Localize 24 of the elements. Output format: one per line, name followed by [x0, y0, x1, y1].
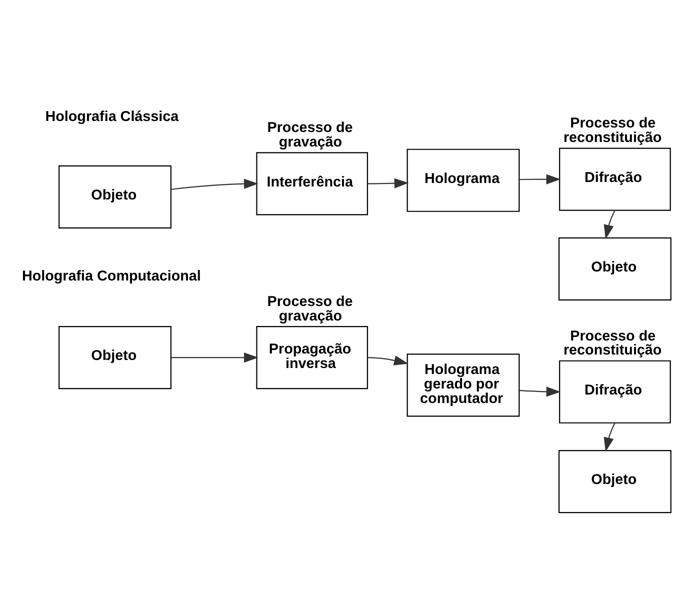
node-box: Objeto	[58, 325, 172, 389]
arrow	[171, 178, 258, 190]
node-box: Holograma	[406, 148, 520, 212]
arrow	[604, 422, 616, 452]
node-box: Propagação inversa	[256, 325, 368, 389]
node-box: Holograma gerado por computador	[406, 353, 520, 416]
node-box: Objeto	[558, 236, 672, 300]
node-box: Difração	[559, 360, 671, 423]
arrow	[171, 352, 258, 362]
node-box: Difração	[559, 147, 671, 210]
node-box: Objeto	[558, 450, 672, 513]
node-label: Processo de reconstituição	[563, 328, 662, 358]
node-box: Interferência	[256, 152, 368, 215]
arrow	[367, 355, 408, 365]
node-box: Objeto	[58, 164, 172, 228]
node-label: Processo de gravação	[267, 120, 353, 150]
label: Holografia Computacional	[22, 268, 201, 284]
node-label: Processo de reconstituição	[563, 115, 662, 146]
arrow	[519, 386, 561, 396]
arrow	[519, 174, 561, 184]
arrow	[367, 178, 409, 188]
label: Holografia Clássica	[45, 108, 179, 125]
node-label: Processo de gravação	[267, 293, 353, 324]
arrow	[604, 210, 616, 239]
